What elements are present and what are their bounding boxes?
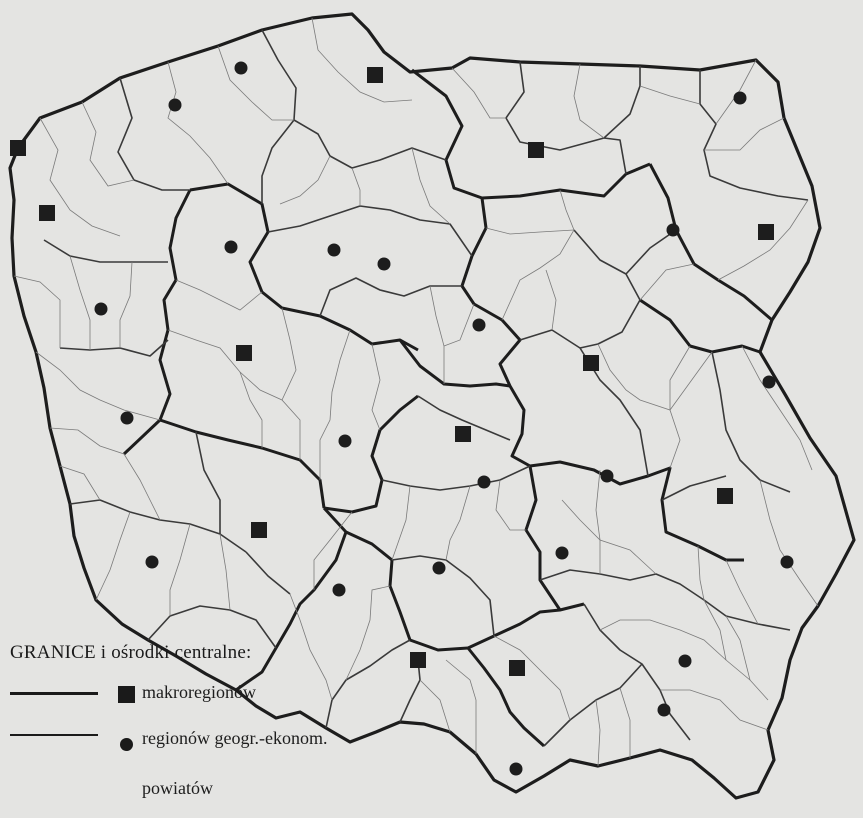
legend-item-district: powiatów (10, 772, 410, 798)
legend-label-macroregion: makroregionów (142, 682, 256, 702)
legend-item-macroregion: makroregionów (10, 682, 410, 712)
legend-label-district: powiatów (142, 778, 213, 798)
macroregion-center-marker (10, 140, 26, 156)
region-center-marker (657, 703, 671, 717)
region-center-marker (600, 469, 614, 483)
region-center-marker (678, 654, 692, 668)
region-center-marker (94, 302, 108, 316)
legend-label-region: regionów geogr.-ekonom. (142, 728, 328, 748)
thin-border-line (10, 734, 98, 736)
dot-marker-icon (120, 738, 133, 751)
region-center-marker (224, 240, 238, 254)
region-center-marker (733, 91, 747, 105)
region-center-marker (145, 555, 159, 569)
region-center-marker (338, 434, 352, 448)
macroregion-center-marker (39, 205, 55, 221)
region-center-marker (762, 375, 776, 389)
map-legend: GRANICE i ośrodki centralne: makroregion… (10, 636, 430, 816)
legend-title: GRANICE i ośrodki centralne: (10, 642, 252, 663)
macroregion-center-marker (528, 142, 544, 158)
macroregion-center-marker (410, 652, 426, 668)
region-center-marker (472, 318, 486, 332)
macroregion-centers (10, 67, 774, 676)
legend-item-region: regionów geogr.-ekonom. (10, 728, 410, 758)
macroregion-center-marker (455, 426, 471, 442)
region-center-marker (327, 243, 341, 257)
region-center-marker (477, 475, 491, 489)
macroregion-center-marker (236, 345, 252, 361)
region-borders (43, 29, 809, 747)
region-center-marker (780, 555, 794, 569)
thick-border-line (10, 692, 98, 695)
region-center-marker (168, 98, 182, 112)
region-centers (94, 61, 794, 776)
region-center-marker (509, 762, 523, 776)
square-marker-icon (118, 686, 135, 703)
district-borders (13, 17, 819, 767)
region-center-marker (234, 61, 248, 75)
macroregion-center-marker (251, 522, 267, 538)
region-center-marker (555, 546, 569, 560)
region-center-marker (120, 411, 134, 425)
macroregion-center-marker (583, 355, 599, 371)
region-center-marker (666, 223, 680, 237)
region-center-marker (377, 257, 391, 271)
macroregion-center-marker (717, 488, 733, 504)
macroregion-center-marker (758, 224, 774, 240)
region-center-marker (332, 583, 346, 597)
region-center-marker (432, 561, 446, 575)
macroregion-center-marker (509, 660, 525, 676)
macroregion-center-marker (367, 67, 383, 83)
